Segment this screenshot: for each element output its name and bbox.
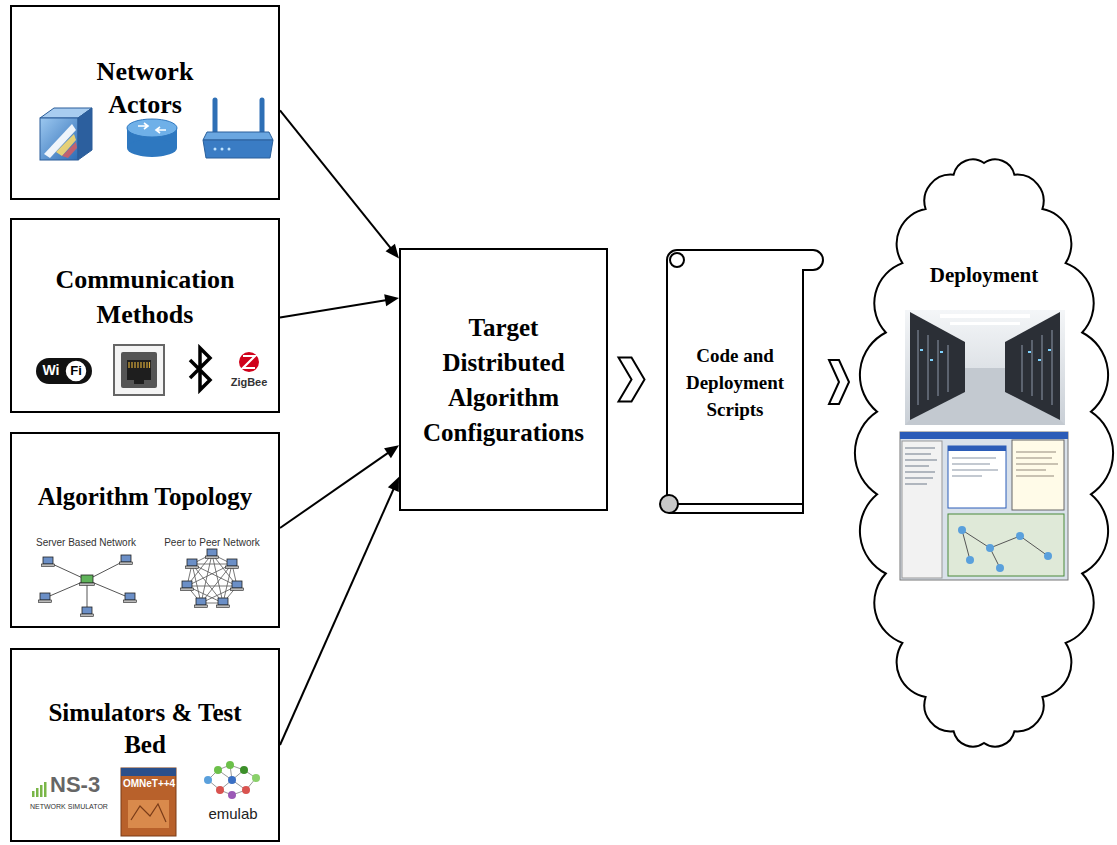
category-box: Algorithm Topology [10,432,280,628]
process-box: Target Distributed Algorithm Configurati… [399,248,608,511]
node-title: Target Distributed Algorithm Configurati… [409,310,599,450]
logo-text: ZigBee [224,376,274,389]
node-title: Deployment [884,261,1084,289]
node-title: Code and Deployment Scripts [669,342,801,423]
node-title: Communication Methods [30,262,260,332]
node-title: Algorithm Topology [14,481,276,513]
logo-text: NETWORK SIMULATOR [30,803,118,811]
caption-text: Peer to Peer Network [152,537,272,549]
chevron-arrow [619,358,645,402]
node-title: Network Actors [60,55,230,121]
node-title: Simulators & Test Bed [45,697,245,761]
scroll-document: Code and Deployment Scripts [655,248,825,516]
topology-drawings [39,549,244,617]
arrow-connector [280,477,399,745]
deployment-pictures [900,310,1068,580]
logo-text: Fi [65,363,87,379]
deployment-cloud: Deployment [853,135,1115,771]
logo-text: NS-3 [50,772,112,798]
communication-icons [36,345,259,395]
chevron-arrow [829,360,849,404]
logo-text: OMNeT++4 [121,778,177,790]
logo-text: Wi [38,362,64,379]
simulator-logos [32,761,260,836]
cloud-outline [853,135,1115,771]
arrow-connector [280,294,399,317]
category-box: Network Actors [10,5,280,200]
caption-text: Server Based Network [24,537,148,549]
arrow-connector [280,110,399,258]
logo-text: emulab [198,805,268,823]
